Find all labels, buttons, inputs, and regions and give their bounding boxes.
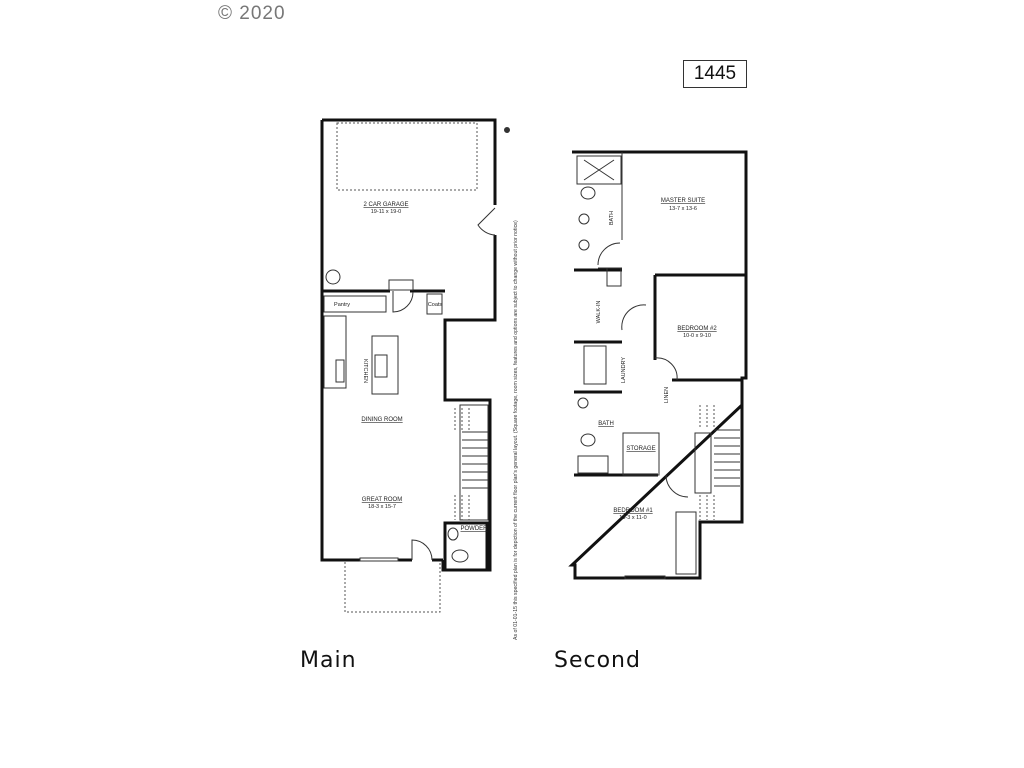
garage-size: 19-11 x 19-0 — [371, 209, 401, 215]
laundry-label: LAUNDRY — [621, 357, 627, 384]
storage-label: STORAGE — [626, 446, 655, 452]
copyright: © 2020 — [218, 3, 286, 24]
second-stairs — [694, 405, 740, 520]
walkin-label: WALK-IN — [596, 301, 602, 324]
great-room-size: 18-3 x 15-7 — [368, 504, 396, 510]
bath1-label: BATH — [609, 211, 615, 225]
garage-label: 2 CAR GARAGE — [363, 202, 408, 208]
bedroom2-label: BEDROOM #2 — [677, 326, 717, 332]
main-stairs — [454, 408, 488, 520]
master-suite-label: MASTER SUITE — [661, 198, 705, 204]
plan-number: 1445 — [683, 60, 747, 88]
pantry-label: Pantry — [334, 302, 350, 308]
bath2-label: BATH — [598, 421, 614, 427]
second-floor-label: Second — [554, 648, 641, 673]
disclaimer: As of 01-01-15 this specified plan is fo… — [504, 127, 519, 640]
master-suite-size: 13-7 x 13-6 — [669, 206, 697, 212]
linen-label: LINEN — [664, 387, 670, 403]
disclaimer-text: As of 01-01-15 this specified plan is fo… — [513, 220, 519, 640]
kitchen-label: KITCHEN — [362, 359, 368, 383]
dining-room-label: DINING ROOM — [361, 417, 402, 423]
great-room-label: GREAT ROOM — [362, 497, 402, 503]
bedroom1-label: BEDROOM #1 — [613, 508, 653, 514]
powder-label: POWDER — [461, 526, 489, 532]
main-floor-plan: Pantry Coats KITCHEN DINING ROOM GREAT R… — [320, 118, 497, 613]
bedroom2-size: 10-0 x 9-10 — [683, 333, 711, 339]
main-floor-label: Main — [300, 648, 357, 673]
second-floor-plan: BATH MASTER SUITE 13-7 x 13-6 WALK-IN BE… — [568, 150, 748, 580]
bedroom1-size: 13-3 x 11-0 — [619, 515, 646, 521]
coats-label: Coats — [428, 302, 443, 308]
